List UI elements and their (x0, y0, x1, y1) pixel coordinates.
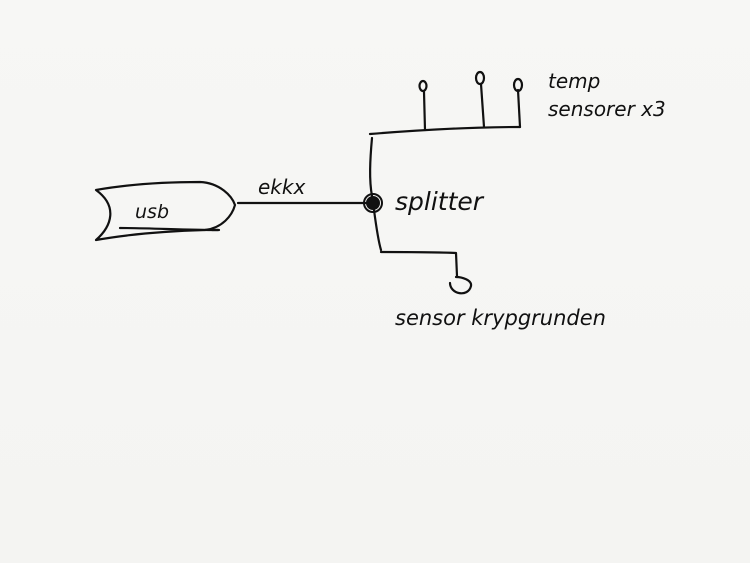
temp-sensor-1 (418, 79, 428, 132)
usb-label: usb (135, 201, 169, 223)
cable-label: ekkx (258, 175, 305, 199)
temp-sensor-3 (512, 77, 524, 129)
splitter-node (363, 193, 383, 213)
splitter-lower-trunk (372, 208, 383, 252)
temp-sensor-2 (474, 70, 486, 129)
temp-label-line1: temp (548, 69, 600, 93)
crawlspace-sensor-label: sensor krypgrunden (395, 306, 606, 330)
temp-sensor-bus (368, 125, 522, 136)
temp-label-line2: sensorer x3 (548, 97, 666, 121)
usb-device-shape (94, 180, 237, 242)
crawlspace-sensor (379, 250, 473, 295)
splitter-label: splitter (395, 187, 485, 216)
splitter-trunk (369, 136, 374, 198)
